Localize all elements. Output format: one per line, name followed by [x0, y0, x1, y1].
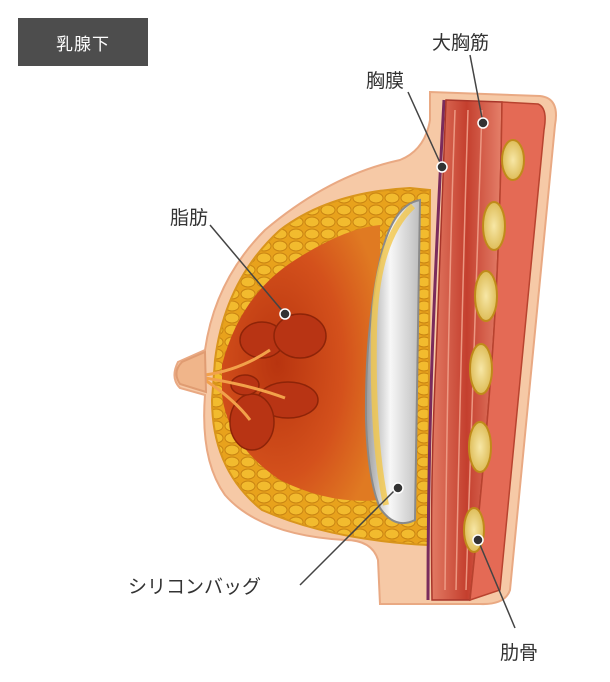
- label-rib: 肋骨: [500, 642, 539, 664]
- pectoral-fascia: [426, 99, 446, 601]
- leader-dots: [279, 117, 489, 546]
- label-pectoralis-major: 大胸筋: [432, 32, 490, 54]
- milk-ducts: [204, 348, 286, 421]
- label-silicone-bag: シリコンバッグ: [128, 576, 262, 598]
- title-tag: 乳腺下: [18, 18, 148, 66]
- lobules: [229, 313, 327, 451]
- label-pectoral-fascia: 胸膜: [366, 70, 405, 92]
- label-fat: 脂肪: [170, 207, 209, 229]
- ribs: [463, 139, 525, 553]
- leader-lines: [209, 54, 516, 629]
- nipple: [175, 350, 208, 394]
